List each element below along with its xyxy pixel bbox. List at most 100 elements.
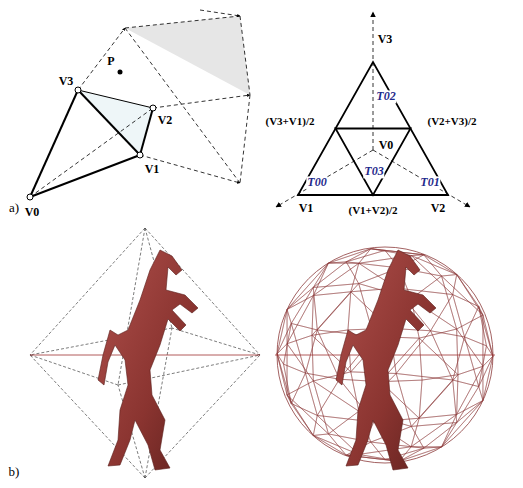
wire-edge [287,344,288,395]
wire-edge [419,338,458,375]
wire-edge [287,310,288,344]
wire-edge [371,442,385,460]
wire-edge [328,411,358,434]
wire-edge [442,276,457,329]
wire-edge [313,292,350,296]
wire-edge [313,284,358,288]
wire-edge [328,263,358,264]
wire-edge [351,263,359,292]
wire-edge [396,373,453,380]
wire-edge [453,295,479,307]
wire-edge [359,249,371,264]
midpoint-label: (V1+V2)/2 [347,204,398,216]
wire-edge [313,263,358,295]
wire-edge [287,381,313,395]
wire-edge [287,395,313,436]
triangle-label: T00 [306,176,327,189]
wire-edge [442,276,483,315]
wire-edge [419,375,458,419]
wire-edge [457,329,483,366]
wire-edge [313,415,317,435]
wire-edge [287,344,313,381]
wire-edge [313,381,358,411]
wire-edge [453,380,479,387]
vertex-label: V1 [298,202,315,215]
wire-edge [411,418,419,447]
wire-edge [287,395,328,434]
wire-edge [287,263,328,309]
wire-edge [479,346,487,387]
wire-edge [419,338,458,375]
vertex-label: V3 [58,75,75,88]
triangle-label: T02 [375,90,396,103]
wire-edge [277,323,291,353]
wire-edge [453,380,457,423]
wire-edge [442,400,483,446]
wire-edge [313,372,350,381]
wire-edge [277,310,287,354]
wire-edge [457,366,483,414]
wire-edge [431,295,453,331]
wire-edge [328,249,370,263]
triangle-label: T01 [419,176,440,189]
wire-edge [305,373,339,379]
wire-edge [348,292,351,330]
wire-edge [328,411,358,434]
wire-edge [277,310,287,354]
wire-edge [317,379,339,415]
wire-edge [277,323,291,353]
wire-edge [453,337,465,380]
wire-edge [312,296,313,336]
wire-edge [465,337,487,346]
wire-edge [465,337,479,387]
wire-edge [453,337,465,380]
wire-edge [411,380,452,426]
wire-edge [328,263,358,264]
wire-edge [411,380,452,426]
wire-edge [411,256,452,295]
wire-edge [431,331,465,337]
wire-edge [482,315,483,366]
wire-edge [479,356,493,386]
wire-edge [359,447,411,455]
wire-edge [287,335,312,343]
wire-edge [312,296,313,336]
wire-edge [277,344,287,354]
wire-edge [291,323,305,373]
wire-edge [442,423,457,447]
wire-edge [396,331,430,374]
wire-edge [312,330,348,335]
wire-edge [411,414,456,446]
wire-edge [287,344,313,381]
wire-edge [312,335,313,381]
wire-edge [442,400,483,446]
wire-edge [287,287,313,309]
wire-edge [442,423,457,447]
wire-edge [457,375,458,415]
wire-edge [411,426,424,448]
wire-edge [453,380,479,387]
wire-edge [359,447,411,455]
wire-edge [291,373,305,403]
wire-edge [483,356,493,400]
triangle-label: T03 [363,165,384,178]
wire-edge [305,373,317,415]
wire-edge [287,395,313,436]
wire-edge [483,356,493,400]
wire-edge [411,414,456,446]
wire-edge [479,387,483,401]
wire-edge [313,415,317,435]
wire-edge [486,346,492,356]
wire-edge [457,400,483,422]
wire-edge [313,372,350,381]
wire-edge [305,330,317,373]
wire-edge [346,262,359,284]
wire-edge [453,295,465,337]
wire-edge [465,306,479,336]
wire-edge [424,255,457,275]
wire-edge [465,337,487,346]
wire-edge [486,346,492,356]
wire-edge [479,346,487,387]
point-label: P [106,55,115,68]
